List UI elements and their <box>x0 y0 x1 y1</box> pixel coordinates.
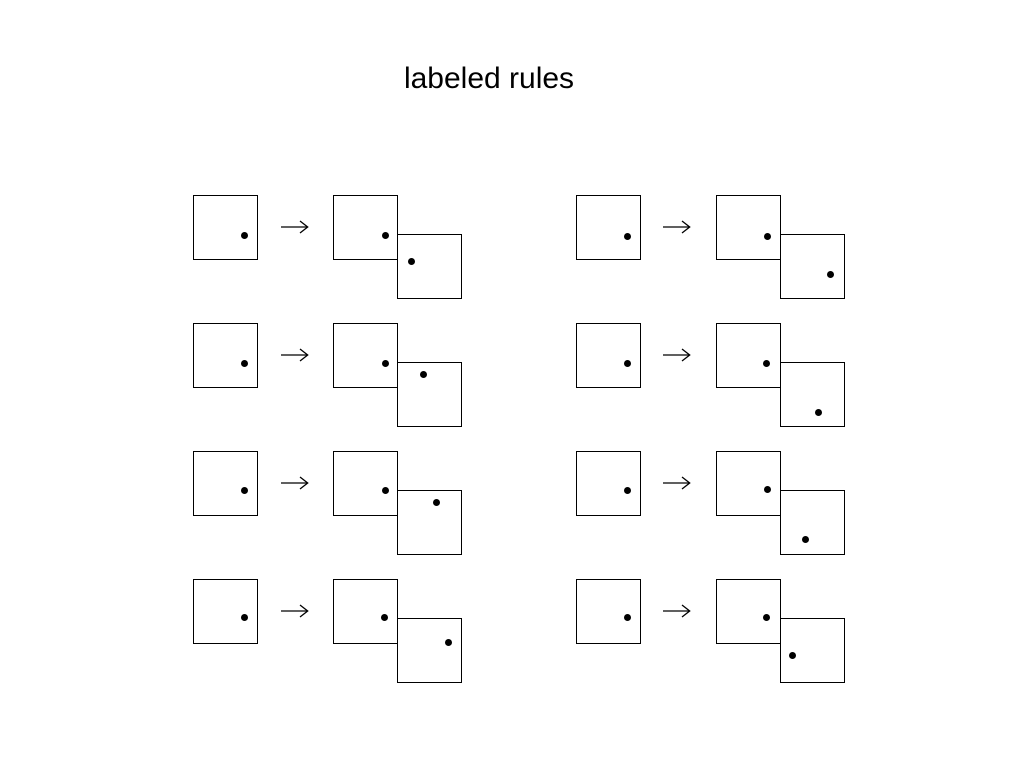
rhs-square-2 <box>397 490 462 555</box>
lhs-dot <box>240 359 248 367</box>
rhs-square-2 <box>397 234 462 299</box>
rhs-dot-2 <box>788 651 796 659</box>
lhs-square <box>576 451 641 516</box>
rhs-dot-1 <box>381 359 389 367</box>
rhs-square-1 <box>716 195 781 260</box>
rhs-dot-1 <box>763 232 771 240</box>
right-arrow-icon <box>663 348 691 362</box>
rhs-square-1 <box>716 451 781 516</box>
rhs-dot-2 <box>814 408 822 416</box>
lhs-dot <box>623 486 631 494</box>
lhs-square <box>576 579 641 644</box>
rhs-square-2 <box>780 234 845 299</box>
rhs-dot-1 <box>380 613 388 621</box>
right-arrow-icon <box>663 220 691 234</box>
lhs-dot <box>240 613 248 621</box>
rhs-dot-2 <box>419 370 427 378</box>
lhs-dot <box>240 231 248 239</box>
right-arrow-icon <box>663 476 691 490</box>
lhs-square <box>193 579 258 644</box>
lhs-square <box>576 323 641 388</box>
rhs-dot-1 <box>762 359 770 367</box>
lhs-dot <box>623 232 631 240</box>
rhs-square-1 <box>716 579 781 644</box>
rhs-square-2 <box>780 490 845 555</box>
rhs-dot-1 <box>763 485 771 493</box>
right-arrow-icon <box>281 476 309 490</box>
right-arrow-icon <box>281 348 309 362</box>
figure-title: labeled rules <box>403 62 575 95</box>
lhs-square <box>193 451 258 516</box>
lhs-square <box>576 195 641 260</box>
rhs-square-1 <box>333 579 398 644</box>
right-arrow-icon <box>281 604 309 618</box>
right-arrow-icon <box>663 604 691 618</box>
lhs-dot <box>240 486 248 494</box>
lhs-square <box>193 323 258 388</box>
rhs-dot-2 <box>444 638 452 646</box>
lhs-dot <box>623 359 631 367</box>
lhs-square <box>193 195 258 260</box>
rhs-square-1 <box>716 323 781 388</box>
rhs-square-2 <box>780 362 845 427</box>
rhs-square-2 <box>780 618 845 683</box>
rhs-square-1 <box>333 323 398 388</box>
right-arrow-icon <box>281 220 309 234</box>
rhs-square-2 <box>397 362 462 427</box>
rhs-dot-2 <box>826 270 834 278</box>
rhs-dot-2 <box>407 257 415 265</box>
rhs-dot-2 <box>801 535 809 543</box>
rhs-dot-1 <box>762 613 770 621</box>
rhs-square-1 <box>333 451 398 516</box>
lhs-dot <box>623 613 631 621</box>
rhs-dot-1 <box>381 486 389 494</box>
rhs-square-1 <box>333 195 398 260</box>
rhs-square-2 <box>397 618 462 683</box>
rhs-dot-2 <box>432 498 440 506</box>
rhs-dot-1 <box>381 231 389 239</box>
